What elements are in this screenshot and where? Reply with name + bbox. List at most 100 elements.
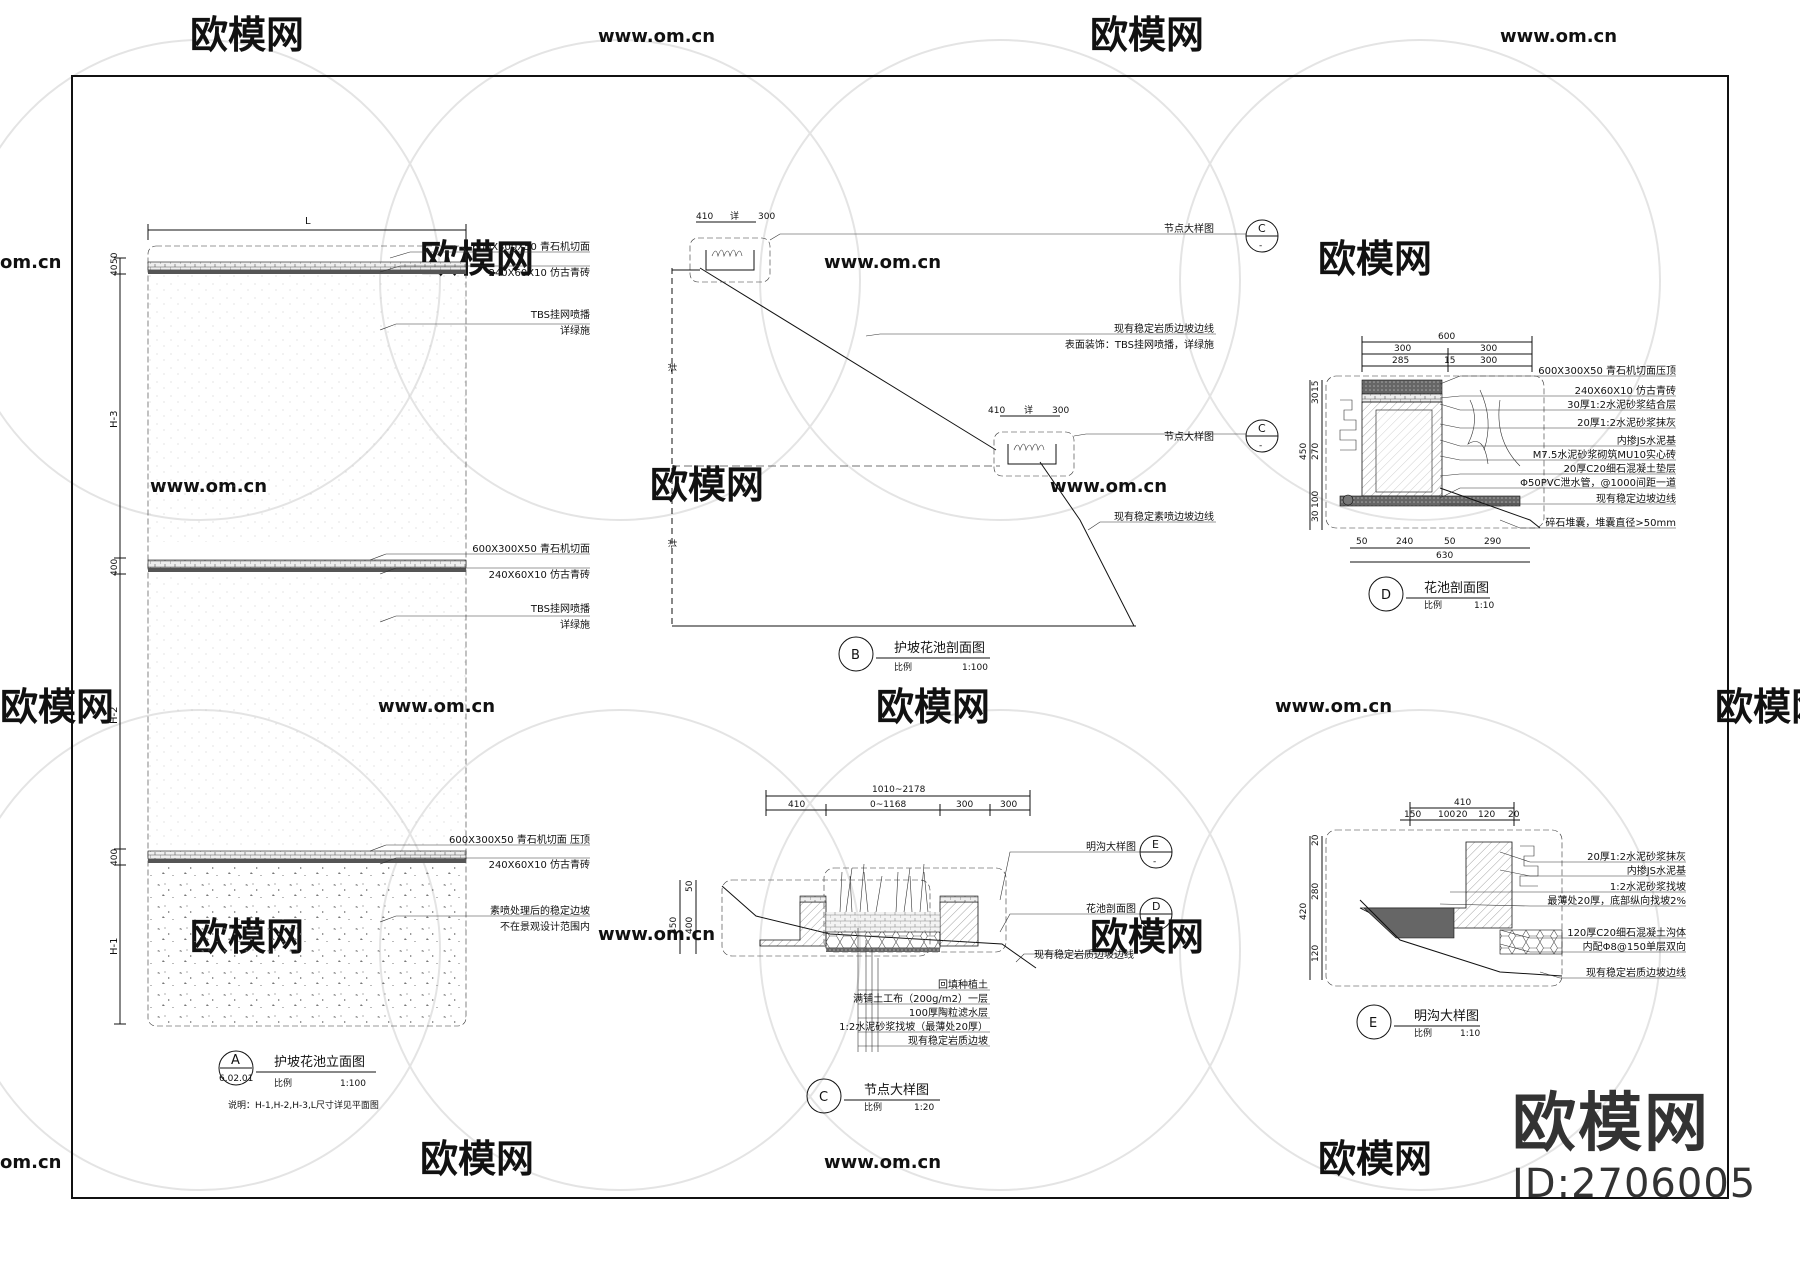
callout-bubble-e[interactable]: E -	[1139, 835, 1173, 869]
dim-label: 300	[1394, 344, 1411, 354]
callout-text: 内掺JS水泥基	[1617, 434, 1676, 447]
brand-id: ID:2706005	[1512, 1161, 1757, 1207]
callout-text: 内掺JS水泥基	[1627, 864, 1686, 877]
callout-dash: -	[1153, 857, 1156, 867]
watermark-logo: 欧模网	[0, 685, 114, 729]
drawing-a-elevation: L 50 40 H-3 400 H-2 400 H-1	[109, 216, 590, 1111]
drawing-note: 说明：H-1,H-2,H-3,L尺寸详见平面图	[228, 1099, 379, 1111]
scale-label: 比例	[1414, 1027, 1432, 1039]
callout-bubble-d[interactable]: D -	[1139, 897, 1173, 931]
callout-dash: -	[1259, 441, 1262, 451]
callout-text: 600X300X50 青石机切面	[472, 542, 590, 555]
callout-text: 100厚陶粒滤水层	[909, 1006, 988, 1019]
dim-label: 20	[1508, 810, 1520, 820]
callout-text: 明沟大样图	[1086, 840, 1136, 853]
drawing-e-title: E 明沟大样图 比例 1:10	[1356, 1004, 1480, 1040]
callout-text: 详绿施	[560, 618, 590, 631]
watermark-url: www.om.cn	[824, 252, 941, 273]
watermark-url: www.om.cn	[1500, 26, 1617, 47]
callout-text: 回填种植土	[938, 978, 988, 991]
planter-lower	[993, 431, 1075, 477]
callout-text: TBS挂网喷播	[530, 308, 590, 321]
dim-label: 300	[1000, 800, 1017, 810]
callout-text: 240X60X10 仿古青砖	[489, 568, 590, 581]
callout-text: M7.5水泥砂浆砌筑MU10实心砖	[1533, 448, 1676, 461]
callout-text: 600X300X50 青石机切面压顶	[1538, 364, 1676, 377]
scale-label: 比例	[1424, 599, 1442, 611]
dim-label: 详	[667, 539, 679, 548]
sheet-frame	[71, 75, 1729, 1199]
dim-label: 50	[110, 252, 120, 264]
callout-dash: -	[1153, 919, 1156, 929]
callout-text: 1:2水泥砂浆找坡	[1610, 880, 1686, 893]
dim-label: 450	[669, 917, 679, 934]
watermark-logo: 欧模网	[420, 1137, 534, 1181]
callout-text: 最薄处20厚，底部纵向找坡2%	[1547, 894, 1686, 907]
callout-text: 碎石堆囊，堆囊直径>50mm	[1545, 516, 1676, 529]
callout-text: 20厚C20细石混凝土垫层	[1564, 462, 1676, 475]
watermark-url: www.om.cn	[598, 26, 715, 47]
dim-label: 300	[758, 212, 775, 222]
dim-label: 410	[1454, 798, 1471, 808]
callout-text: 表面装饰：TBS挂网喷播，详绿施	[1065, 338, 1214, 351]
dim-label: 150	[1404, 810, 1421, 820]
callout-text: 现有稳定岩质边坡边线	[1034, 948, 1134, 961]
dim-label: 270	[1311, 443, 1321, 460]
dim-label: 20	[1311, 834, 1321, 846]
callout-text: 现有稳定岩质边坡边线	[1114, 322, 1214, 335]
dim-label: H-2	[109, 707, 120, 725]
dim-label: 600	[1438, 332, 1455, 342]
dim-label: 30	[1311, 510, 1321, 522]
callout-bubble-c[interactable]: C -	[1245, 419, 1279, 453]
drawing-mark: C	[819, 1090, 828, 1105]
dim-label: 450	[1299, 443, 1309, 460]
callout-mark: E	[1152, 838, 1159, 851]
dim-label: L	[305, 216, 311, 227]
scale-label: 比例	[274, 1077, 292, 1089]
callout-text: 240X60X10 仿古青砖	[1575, 384, 1676, 397]
watermark-logo: 欧模网	[1318, 237, 1432, 281]
watermark-logo: 欧模网	[190, 13, 304, 57]
callout-mark: D	[1152, 900, 1160, 913]
dim-label: 1010~2178	[872, 785, 926, 795]
watermark-url: www.om.cn	[1275, 696, 1392, 717]
drawing-b-section: 410 详 300 410 详 300 详 详 C - C -	[667, 210, 1279, 673]
sheet-number: 6.02.01	[219, 1074, 253, 1084]
watermark-logo: 欧模网	[650, 463, 764, 507]
dim-label: 285	[1392, 356, 1409, 366]
dim-label: 120	[1478, 810, 1495, 820]
dim-label: 15	[1444, 356, 1455, 366]
callout-text: 现有稳定岩质边坡	[908, 1034, 988, 1047]
planter-upper	[689, 237, 771, 283]
dim-label: 420	[1299, 903, 1309, 920]
drawing-title: 护坡花池剖面图	[894, 640, 985, 656]
dim-label: 300	[1052, 406, 1069, 416]
watermark-url: www.om.cn	[598, 924, 715, 945]
drawing-d-section: 600 300 300 285 15 300 15 30 270 450 100…	[1299, 332, 1676, 612]
watermark-logo: 欧模网	[1715, 685, 1800, 729]
watermark-logo: 欧模网	[1318, 1137, 1432, 1181]
dim-label: 50	[1444, 537, 1456, 547]
drawing-c-detail: 1010~2178 410 0~1168 300 300 50 450 400 …	[669, 785, 1173, 1114]
dim-label: 0~1168	[870, 800, 906, 810]
callout-text: 不在景观设计范围内	[500, 920, 590, 933]
scale-label: 比例	[894, 661, 912, 673]
watermark-url: om.cn	[0, 1152, 61, 1173]
callout-bubble-c[interactable]: C -	[1245, 219, 1279, 253]
callout-text: TBS挂网喷播	[530, 602, 590, 615]
dim-label: 15	[1311, 381, 1321, 392]
dim-label: 300	[1480, 356, 1497, 366]
callout-text: 素喷处理后的稳定边坡	[490, 904, 590, 917]
dim-label: 40	[110, 264, 120, 276]
drawing-b-title: B 护坡花池剖面图 比例 1:100	[838, 636, 990, 673]
dim-label: 300	[956, 800, 973, 810]
scale-value: 1:20	[914, 1103, 934, 1113]
callout-text: 600X300X50 青石机切面 压顶	[449, 833, 590, 846]
watermark-logo: 欧模网	[876, 685, 990, 729]
callout-text: 花池剖面图	[1086, 902, 1136, 915]
drawing-title: 明沟大样图	[1414, 1009, 1479, 1024]
callout-text: 30厚1:2水泥砂浆结合层	[1567, 398, 1676, 411]
callout-text: 现有稳定素喷边坡边线	[1114, 510, 1214, 523]
drawing-a-title: A 6.02.01 护坡花池立面图 比例 1:100 说明：H-1,H-2,H-…	[218, 1050, 379, 1111]
